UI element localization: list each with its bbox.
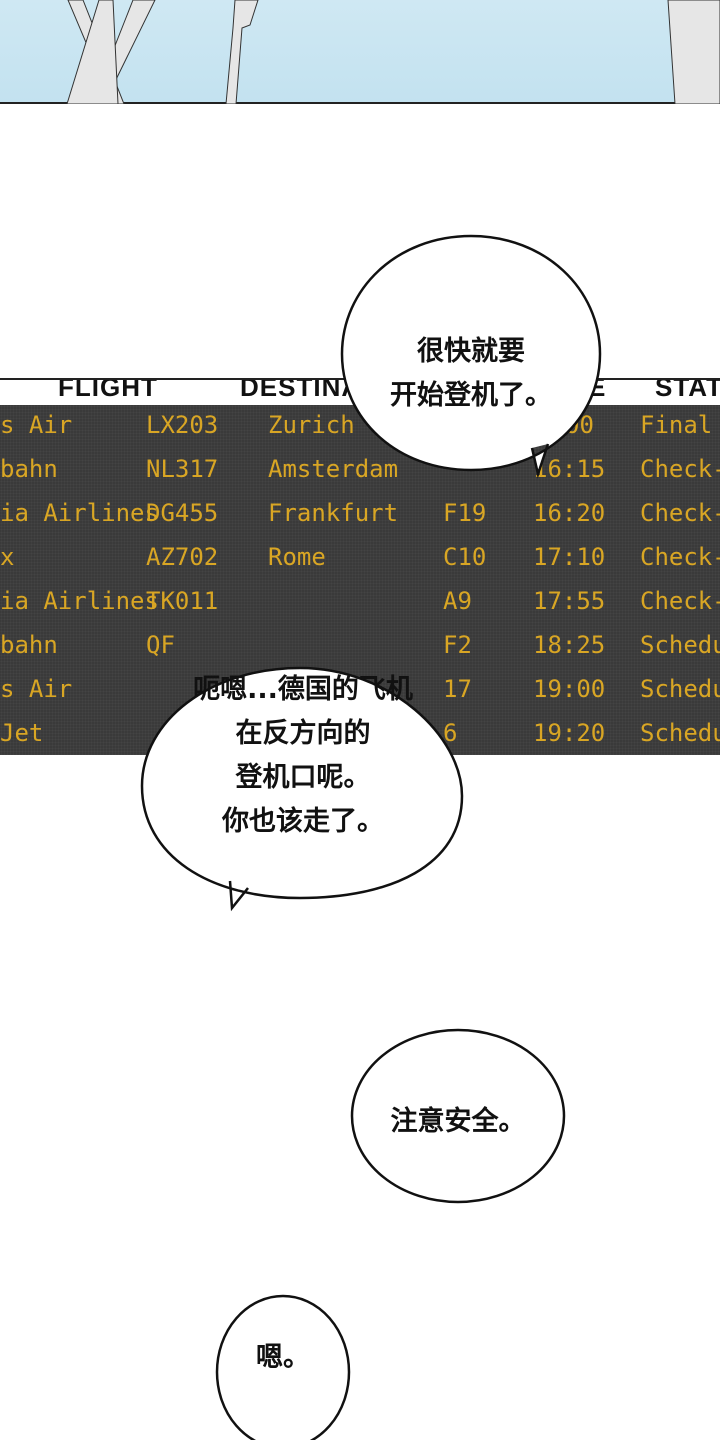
- bubble-2-line-3: 登机口呢。: [235, 762, 371, 793]
- bubble-2-line-4: 你也该走了。: [222, 806, 384, 837]
- board-cell-time: 19:00: [533, 675, 606, 703]
- board-cell-status: Check-: [640, 543, 720, 571]
- board-cell-status: Check-: [640, 587, 720, 615]
- bubble-1-line-1: 很快就要: [417, 336, 525, 367]
- board-cell-flight: TK011: [146, 587, 219, 615]
- board-cell-status: Schedu: [640, 719, 720, 747]
- board-row: s Air 17 19:00 Schedu: [0, 669, 720, 713]
- board-cell-status: Final C: [640, 411, 720, 439]
- board-cell-airline: s Air: [0, 411, 73, 439]
- board-cell-gate: F19: [443, 499, 487, 527]
- board-cell-flight: QF: [146, 631, 175, 659]
- board-row: bahn NL317 Amsterdam 16:15 Check-: [0, 449, 720, 493]
- board-cell-time: 19:20: [533, 719, 606, 747]
- board-cell-gate: 6: [443, 719, 458, 747]
- board-cell-destination: Rome: [268, 543, 326, 571]
- board-cell-airline: ia Airlines: [0, 499, 159, 527]
- header-flight: FLIGHT: [58, 378, 158, 402]
- board-cell-status: Check-: [640, 455, 720, 483]
- board-cell-airline: Jet: [0, 719, 44, 747]
- board-cell-destination: Zurich: [268, 411, 355, 439]
- speech-bubble-1: 很快就要 开始登机了。: [340, 234, 602, 479]
- board-cell-airline: x: [0, 543, 15, 571]
- board-cell-airline: ia Airlines: [0, 587, 159, 615]
- board-cell-status: Schedu: [640, 631, 720, 659]
- board-cell-gate: 17: [443, 675, 472, 703]
- board-cell-gate: F2: [443, 631, 472, 659]
- window-frame-illustration: [66, 0, 720, 104]
- board-row: Jet 6 19:20 Schedu: [0, 713, 720, 755]
- board-cell-gate: A9: [443, 587, 472, 615]
- board-cell-flight: LX203: [146, 411, 219, 439]
- speech-bubble-3: 注意安全。: [350, 1028, 566, 1204]
- board-cell-flight: DG455: [146, 499, 219, 527]
- board-cell-flight: AZ702: [146, 543, 219, 571]
- board-cell-destination: Frankfurt: [268, 499, 399, 527]
- bubble-2-line-1: 呃嗯...德国的飞机: [193, 674, 413, 705]
- board-cell-airline: s Air: [0, 675, 73, 703]
- bubble-1-line-2: 开始登机了。: [390, 380, 552, 411]
- bubble-4-line-1: 嗯。: [256, 1342, 310, 1373]
- board-cell-status: Check-: [640, 499, 720, 527]
- board-cell-time: 16:20: [533, 499, 606, 527]
- speech-bubble-4: 嗯。: [215, 1294, 351, 1440]
- board-cell-time: 18:25: [533, 631, 606, 659]
- board-cell-destination: Amsterdam: [268, 455, 399, 483]
- board-cell-airline: bahn: [0, 631, 58, 659]
- sky-panel: [0, 0, 720, 104]
- speech-bubble-2: 呃嗯...德国的飞机 在反方向的 登机口呢。 你也该走了。: [140, 666, 466, 912]
- board-cell-time: 17:10: [533, 543, 606, 571]
- board-cell-airline: bahn: [0, 455, 58, 483]
- board-cell-status: Schedu: [640, 675, 720, 703]
- board-cell-time: 17:55: [533, 587, 606, 615]
- board-cell-time: 16:15: [533, 455, 606, 483]
- header-status: STAT: [655, 378, 720, 402]
- board-row: bahn QF F2 18:25 Schedu: [0, 625, 720, 669]
- board-cell-gate: C10: [443, 543, 487, 571]
- board-cell-flight: NL317: [146, 455, 219, 483]
- header-destination: DESTINA: [240, 378, 362, 402]
- bubble-3-line-1: 注意安全。: [390, 1106, 526, 1137]
- bubble-2-line-2: 在反方向的: [235, 718, 371, 749]
- board-row: x AZ702 Rome C10 17:10 Check-: [0, 537, 720, 581]
